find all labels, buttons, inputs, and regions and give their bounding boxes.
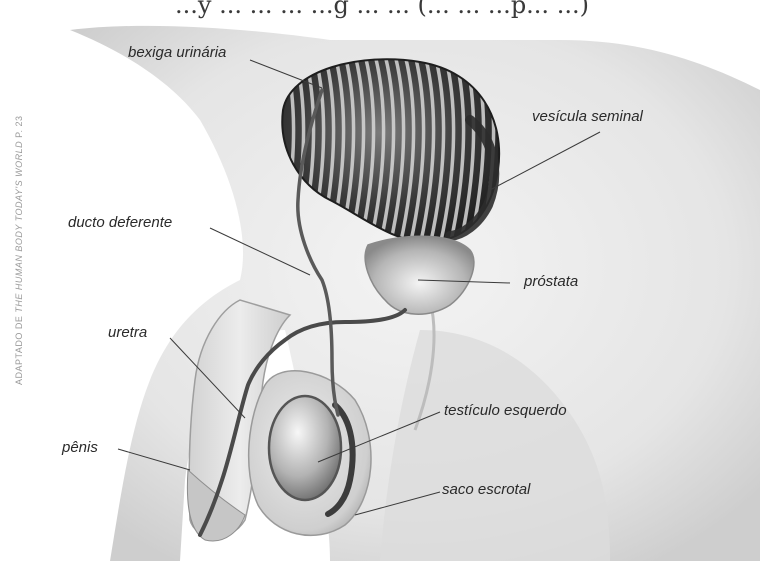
label-ducto-deferente: ducto deferente xyxy=(68,215,172,230)
label-testiculo-esquerdo: testículo esquerdo xyxy=(444,403,567,418)
label-prostata: próstata xyxy=(524,274,578,289)
label-uretra: uretra xyxy=(108,325,147,340)
testis-shape xyxy=(269,396,341,500)
label-penis: pênis xyxy=(62,440,98,455)
credit-title: THE HUMAN BODY TODAY'S WORLD xyxy=(14,141,24,313)
label-vesicula-seminal: vesícula seminal xyxy=(532,109,643,124)
label-saco-escrotal: saco escrotal xyxy=(442,482,530,497)
label-bexiga-urinaria: bexiga urinária xyxy=(128,45,226,60)
credit-prefix: ADAPTADO DE xyxy=(14,316,24,385)
image-credit: ADAPTADO DE THE HUMAN BODY TODAY'S WORLD… xyxy=(14,116,24,385)
credit-page: P. 23 xyxy=(14,116,24,138)
